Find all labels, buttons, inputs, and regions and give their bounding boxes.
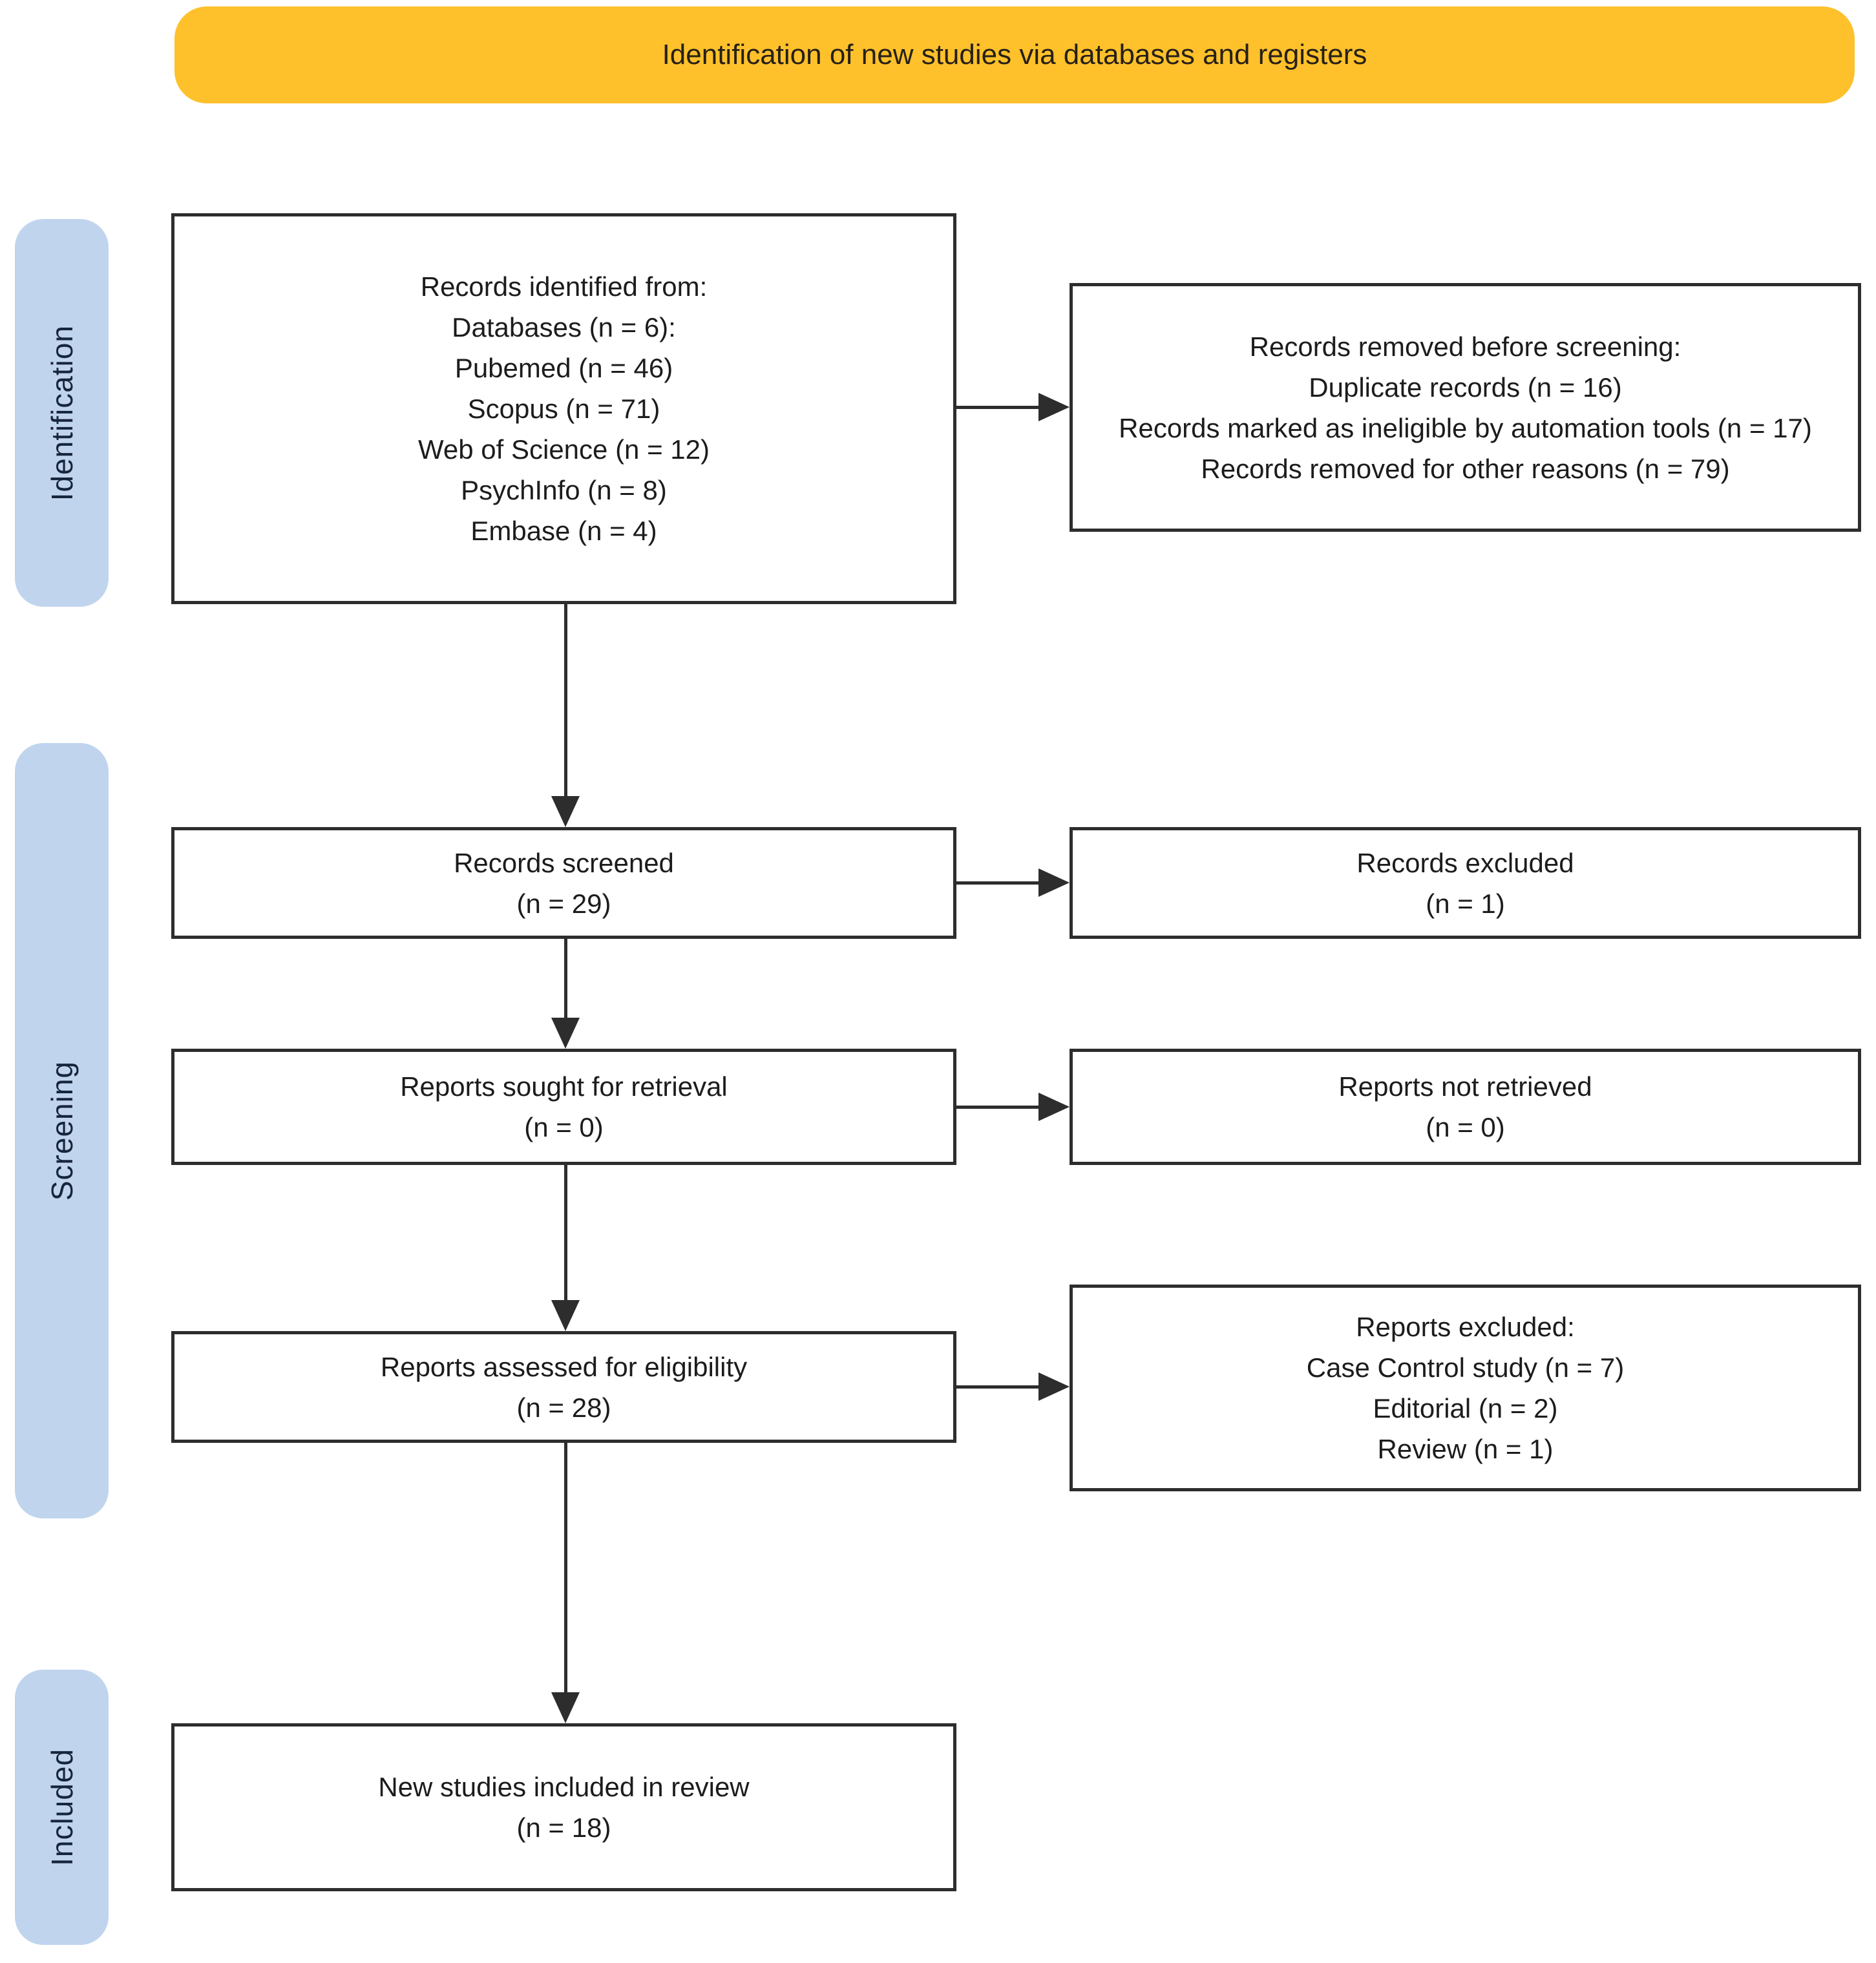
box-records-removed-before-screening: Records removed before screening: Duplic… xyxy=(1070,283,1861,532)
box-reports-not-retrieved: Reports not retrieved (n = 0) xyxy=(1070,1049,1861,1165)
box-reports-sought-for-retrieval: Reports sought for retrieval (n = 0) xyxy=(171,1049,956,1165)
arrow-screened-to-excluded-head xyxy=(1038,868,1070,897)
arrow-assessed-to-reports-excluded-line xyxy=(956,1385,1038,1389)
stage-label-screening: Screening xyxy=(15,743,109,1518)
stage-label-included-text: Included xyxy=(45,1748,79,1866)
stage-label-identification: Identification xyxy=(15,219,109,607)
box-reports-excluded: Reports excluded: Case Control study (n … xyxy=(1070,1285,1861,1491)
arrow-identified-to-removed-head xyxy=(1038,393,1070,421)
diagram-title: Identification of new studies via databa… xyxy=(662,39,1367,70)
stage-label-screening-text: Screening xyxy=(45,1060,79,1201)
arrow-assessed-to-included-head xyxy=(551,1692,580,1723)
arrow-screened-to-sought-head xyxy=(551,1018,580,1049)
stage-label-included: Included xyxy=(15,1670,109,1945)
box-records-identified: Records identified from: Databases (n = … xyxy=(171,213,956,604)
arrow-sought-to-assessed-head xyxy=(551,1300,580,1331)
diagram-title-banner: Identification of new studies via databa… xyxy=(174,6,1855,103)
arrow-assessed-to-reports-excluded-head xyxy=(1038,1372,1070,1401)
arrow-screened-to-excluded-line xyxy=(956,881,1038,885)
stage-label-identification-text: Identification xyxy=(45,324,79,501)
arrow-sought-to-assessed-line xyxy=(564,1165,567,1300)
arrow-sought-to-not-retrieved-head xyxy=(1038,1093,1070,1121)
box-records-screened: Records screened (n = 29) xyxy=(171,827,956,939)
box-records-excluded: Records excluded (n = 1) xyxy=(1070,827,1861,939)
arrow-assessed-to-included-line xyxy=(564,1443,567,1692)
arrow-identified-to-screened-line xyxy=(564,604,567,796)
box-new-studies-included: New studies included in review (n = 18) xyxy=(171,1723,956,1891)
box-reports-assessed-for-eligibility: Reports assessed for eligibility (n = 28… xyxy=(171,1331,956,1443)
arrow-sought-to-not-retrieved-line xyxy=(956,1106,1038,1109)
arrow-identified-to-removed-line xyxy=(956,406,1038,409)
arrow-screened-to-sought-line xyxy=(564,939,567,1018)
arrow-identified-to-screened-head xyxy=(551,796,580,827)
